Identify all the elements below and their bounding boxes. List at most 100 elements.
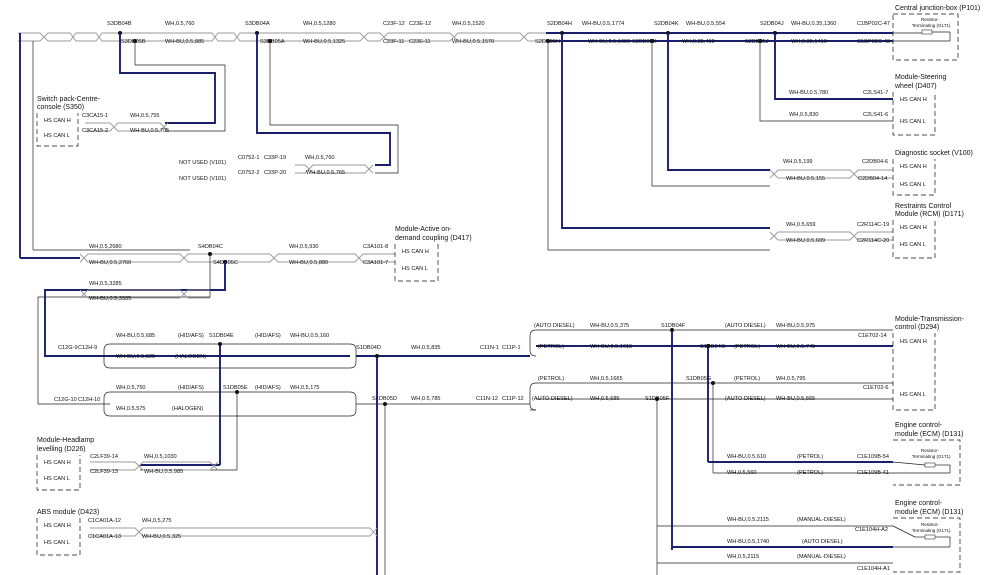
splice-dots [655, 328, 715, 401]
splice-label: S1DB05D [372, 396, 397, 402]
note-label: (AUTO DIESEL) [725, 323, 766, 329]
top-trunk [18, 32, 893, 258]
connector-label: C0752-1 [238, 155, 259, 161]
connector-label: C12H-10 [78, 397, 100, 403]
wire-label: WH,0.5,795 [776, 376, 806, 382]
resistor-label: Resistor- [921, 448, 940, 453]
note-label: (MANUAL-DIESEL) [797, 554, 846, 560]
wire-label: WH,0.5,1520 [452, 21, 485, 27]
wire-label: WH,0.5,785 [411, 396, 441, 402]
connector-label: C12H-9 [78, 345, 97, 351]
wire-label: WH-BU,0.5,880 [289, 260, 328, 266]
splice-label: S3DB04A [245, 21, 270, 27]
resistor-label: Terminating (G171) [912, 528, 951, 533]
pin-label: HS CAN L [900, 242, 926, 248]
module-title: wheel (D407) [894, 83, 937, 90]
module-title: console (S350) [37, 104, 84, 111]
wire-label: WH-BU,0.5,985 [144, 469, 183, 475]
pin-label: HS CAN H [900, 339, 927, 345]
wire-label: WH,0.5,560 [727, 470, 757, 476]
pin-label: HS CAN H [44, 460, 71, 466]
module-title: Engine control- [895, 500, 943, 507]
module-title: control (D294) [895, 324, 939, 331]
wire-label: WH,0.5,2115 [727, 554, 759, 560]
note-label: (HID/AFS) [255, 333, 281, 339]
splice-label: S1DB05E [223, 385, 248, 391]
switch-pack-outline [36, 113, 79, 147]
wire-label: WH-BU,0.5,1325 [303, 39, 345, 45]
note-label: NOT USED (V101) [179, 176, 226, 182]
ecm-upper-outline [893, 439, 961, 486]
wire-label: WH,0.5,3285 [89, 281, 122, 287]
splice-label: S2DB04H [547, 21, 572, 27]
wire-label: WH-BU,0.5,1774 [582, 21, 624, 27]
connector-label: C1ET02-6 [863, 385, 889, 391]
wire-label: WH-BU,0.5,525 [116, 354, 155, 360]
central-junction-box-outline [892, 13, 959, 61]
wire-label: WH,0.5,575 [116, 406, 146, 412]
connector-label: C1CA01A-13 [88, 534, 121, 540]
transmission-module-outline [892, 333, 936, 411]
wire-label: WH,0.5,275 [142, 518, 172, 524]
connector-label: C3A101-8 [363, 244, 388, 250]
connector-label: C2LF39-14 [90, 454, 118, 460]
wire-label: WH-BU,0.5,780 [789, 90, 828, 96]
module-title: module (ECM) (D131) [895, 509, 963, 516]
splice-dots [218, 342, 239, 394]
wire-label: WH-BU,0.5,1740 [727, 539, 769, 545]
note-label: (HID/AFS) [255, 385, 281, 391]
connector-label: C1ET02-14 [858, 333, 887, 339]
connector-label: C1E109B-54 [857, 454, 889, 460]
splice-label: S1DB04D [356, 345, 381, 351]
connector-label: C2DB04-6 [862, 159, 888, 165]
note-label: (PETROL) [538, 344, 564, 350]
splice-label: S3DB05A [260, 39, 285, 45]
connector-label: C2LS41-7 [863, 90, 888, 96]
resistor-icon [924, 462, 936, 468]
pin-label: HS CAN L [44, 540, 70, 546]
module-title: Module-Active on- [395, 226, 452, 233]
note-label: (AUTO DIESEL) [534, 323, 575, 329]
wire-label: WH-BU,0.5,160 [290, 333, 329, 339]
resistor-icon [921, 29, 933, 35]
resistor-icon [924, 534, 936, 540]
splice-label: S1DB04F [661, 323, 686, 329]
wire-label: WH,0.35,460 [682, 39, 715, 45]
resistor-label: Resistor- [921, 17, 940, 22]
steering-module-outline [892, 92, 936, 136]
connector-label: C1BP02C-48 [857, 39, 890, 45]
wire-label: WH-BU,0.5,885 [165, 39, 204, 45]
note-label: NOT USED (V101) [179, 160, 226, 166]
pin-label: HS CAN H [900, 164, 927, 170]
resistor-label: Terminating (G171) [912, 23, 951, 28]
pin-label: HS CAN L [900, 119, 926, 125]
note-label: (AUTO DIESEL) [802, 539, 843, 545]
module-title: Module-Steering [895, 74, 946, 81]
splice-label: S1DB04E [209, 333, 234, 339]
module-title: module (ECM) (D131) [895, 431, 963, 438]
rcm-outline [892, 220, 936, 259]
wire-label: WH,0.5,199 [783, 159, 813, 165]
note-label: (HID/AFS) [178, 333, 204, 339]
note-label: (PETROL) [734, 344, 760, 350]
wire-label: WH-BU,0.5,665 [776, 396, 815, 402]
wire-label: WH,0.5,685 [590, 396, 620, 402]
connector-label: C11P-1 [502, 345, 521, 351]
resistor-label: Resistor- [921, 522, 940, 527]
resistor-label: Terminating (G171) [912, 454, 951, 459]
module-title: Central junction-box (P101) [895, 5, 980, 12]
note-label: (HALOGEN) [172, 406, 203, 412]
module-title: Restraints Control [895, 203, 951, 210]
connector-label: C23F-12 [383, 21, 405, 27]
connector-label: C1CA01A-12 [88, 518, 121, 524]
wire-label: WH,0.5,755 [130, 113, 160, 119]
wire-label: WH-BU,0.5,745 [776, 344, 815, 350]
connector-label: C2R114C-20 [857, 238, 889, 244]
diagnostic-socket-outline [892, 159, 936, 196]
module-title: Switch pack-Centre- [37, 96, 101, 103]
wire-label: WH,0.5,659 [786, 222, 816, 228]
wire-label: WH-BU,0.5,685 [116, 333, 155, 339]
connector-label: C12G-10 [54, 397, 77, 403]
wire-label: WH-BU,0.5,155 [786, 176, 825, 182]
note-label: (PETROL) [797, 470, 823, 476]
